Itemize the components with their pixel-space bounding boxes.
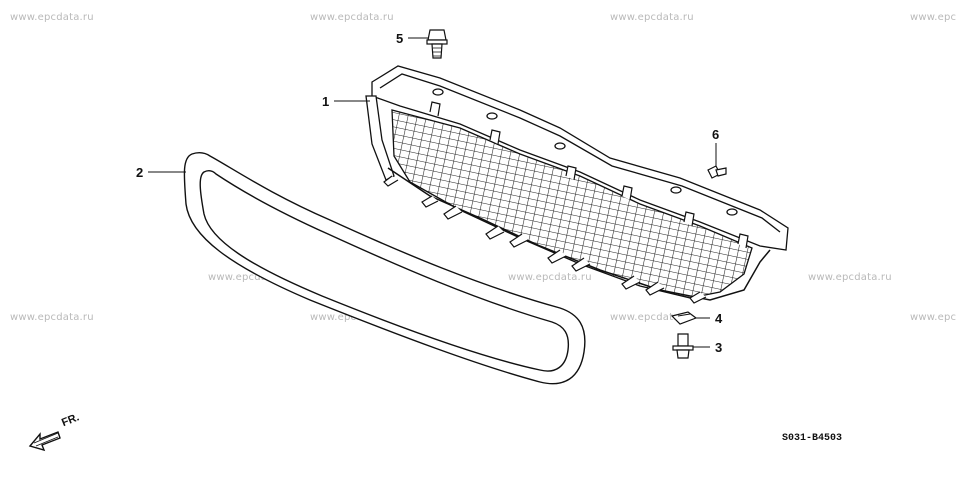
watermark: www.epcdata.ru — [10, 312, 94, 323]
callout-4: 4 — [715, 311, 723, 326]
watermark: www.epcdata.ru — [310, 12, 394, 23]
bolt-3 — [672, 333, 694, 359]
grille-frame — [183, 151, 586, 385]
clip-nut-4 — [670, 311, 698, 325]
front-direction-arrow — [28, 431, 61, 452]
callout-2: 2 — [136, 165, 144, 180]
watermark: www.epcdata.ru — [610, 12, 694, 23]
watermark-partial: www.epc — [910, 12, 957, 23]
watermark: www.epcdata.ru — [808, 272, 892, 283]
watermark: www.epcdata.ru — [508, 272, 592, 283]
watermark: www.epcdata.ru — [10, 12, 94, 23]
watermark: www.epcdata.ru — [310, 312, 394, 323]
watermark: www.epcdata.ru — [610, 312, 694, 323]
callout-1: 1 — [322, 94, 330, 109]
upper-grille — [365, 65, 789, 304]
screw-6 — [707, 165, 727, 179]
diagram-code: S031-B4503 — [782, 433, 843, 444]
callout-6: 6 — [712, 127, 720, 142]
watermark: www.epcdata.ru — [208, 272, 292, 283]
watermark-partial: www.epc — [910, 312, 957, 323]
callout-3: 3 — [715, 340, 723, 355]
bolt-5 — [426, 29, 448, 59]
callout-5: 5 — [396, 31, 404, 46]
leader-lines — [148, 37, 717, 348]
